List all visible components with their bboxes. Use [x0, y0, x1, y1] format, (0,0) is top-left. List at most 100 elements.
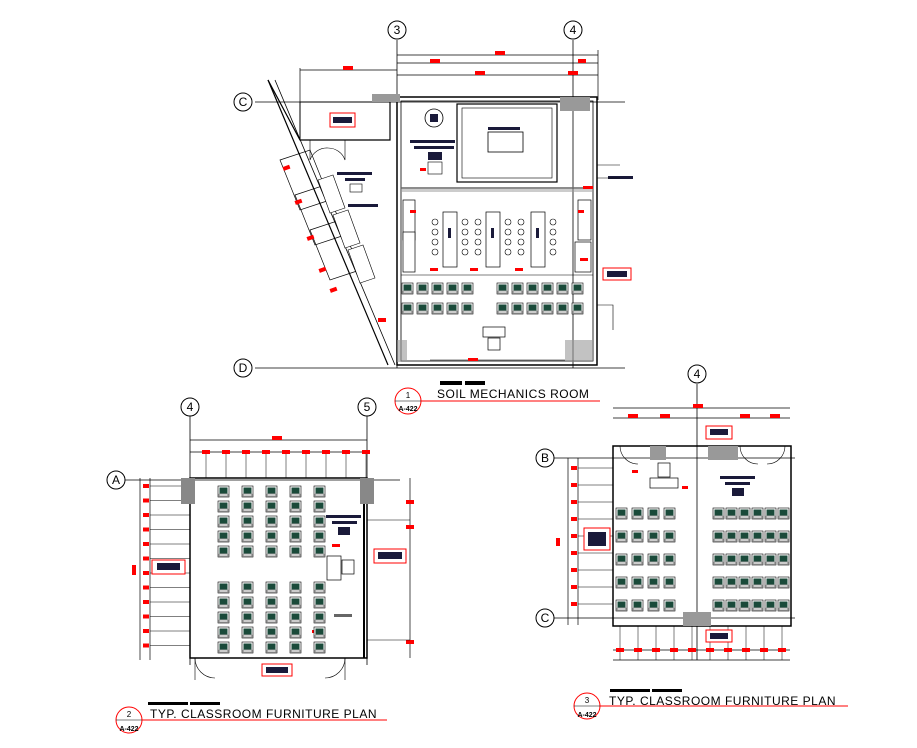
dimension-marker [143, 527, 149, 532]
student-desk [289, 485, 302, 498]
svg-text:C: C [239, 95, 248, 109]
student-desk [712, 530, 725, 543]
student-desk [241, 515, 254, 528]
student-desk [663, 553, 676, 566]
student-desk [217, 515, 230, 528]
student-desk [416, 282, 429, 295]
student-desk [647, 576, 660, 589]
dimension-marker [571, 568, 577, 572]
student-desk [313, 596, 326, 609]
dimension-marker [742, 648, 750, 652]
plan1-title-block[interactable]: 1 A-422 SOIL MECHANICS ROOM [394, 381, 600, 415]
student-desk [461, 282, 474, 295]
student-desk [631, 530, 644, 543]
student-desk [777, 507, 790, 520]
student-desk [313, 545, 326, 558]
student-desk [217, 641, 230, 654]
grid-bubble-c: C [233, 92, 253, 112]
student-desk [217, 545, 230, 558]
student-desk [631, 553, 644, 566]
student-desk [631, 599, 644, 612]
student-desk [738, 599, 751, 612]
svg-text:4: 4 [570, 23, 577, 37]
lab-tables [402, 199, 592, 273]
dimension-marker [760, 648, 768, 652]
dimension-marker [143, 600, 149, 604]
student-desk [289, 626, 302, 639]
student-desk [511, 302, 524, 315]
student-desk [265, 581, 278, 594]
dimension-marker [571, 517, 577, 521]
svg-text:5: 5 [364, 400, 371, 414]
student-desk [738, 507, 751, 520]
plan1-number: 1 [406, 391, 411, 400]
student-desk [461, 302, 474, 315]
svg-text:D: D [239, 361, 248, 375]
dimension-marker [724, 648, 732, 652]
student-desk [313, 611, 326, 624]
student-desk [431, 302, 444, 315]
student-desk [615, 599, 628, 612]
student-desk [751, 530, 764, 543]
dimension-marker [571, 500, 577, 504]
dimension-marker [202, 450, 210, 454]
dimension-marker [143, 629, 149, 633]
student-desk [241, 626, 254, 639]
grid-bubble-4-left: 4 [180, 397, 200, 417]
student-desk [764, 530, 777, 543]
svg-text:C: C [541, 611, 550, 625]
student-desk [725, 530, 738, 543]
student-desk [738, 530, 751, 543]
dimension-marker [143, 556, 149, 561]
student-desk [777, 530, 790, 543]
plan3-title: TYP. CLASSROOM FURNITURE PLAN [609, 694, 836, 708]
student-desks-plan3 [615, 507, 790, 612]
student-desk [751, 576, 764, 589]
student-desk [289, 641, 302, 654]
student-desk [289, 530, 302, 543]
svg-text:4: 4 [694, 367, 701, 381]
plan2-title-block[interactable]: 2 A-422 TYP. CLASSROOM FURNITURE PLAN [115, 702, 387, 734]
student-desk [631, 576, 644, 589]
student-desk [571, 302, 584, 315]
student-desk [647, 507, 660, 520]
student-desk [663, 576, 676, 589]
grid-bubble-a: A [106, 470, 126, 490]
dimension-marker [778, 648, 786, 652]
student-desk [401, 302, 414, 315]
plan3-title-block[interactable]: 3 A-422 TYP. CLASSROOM FURNITURE PLAN [573, 689, 848, 720]
student-desks-plan2 [217, 485, 326, 654]
plan2-title: TYP. CLASSROOM FURNITURE PLAN [150, 707, 377, 721]
student-desk [725, 599, 738, 612]
student-desk [496, 282, 509, 295]
student-desk [289, 581, 302, 594]
student-desk [313, 515, 326, 528]
student-desk [777, 576, 790, 589]
student-desk [663, 507, 676, 520]
grid-bubble-4-right: 4 [687, 364, 707, 384]
student-desk [751, 507, 764, 520]
dimension-marker [571, 466, 577, 470]
dimension-marker [143, 585, 149, 590]
student-desk [265, 500, 278, 513]
student-desk [217, 581, 230, 594]
student-desk [241, 500, 254, 513]
student-desk [265, 515, 278, 528]
dimension-marker [262, 450, 270, 454]
dimension-marker [143, 542, 149, 546]
student-desk [615, 530, 628, 543]
student-desk [431, 282, 444, 295]
student-desk [241, 530, 254, 543]
student-desk [647, 599, 660, 612]
dimension-marker [362, 450, 370, 454]
svg-text:B: B [541, 451, 549, 465]
student-desk [777, 553, 790, 566]
grid-bubble-c-right: C [535, 608, 555, 628]
svg-text:3: 3 [394, 23, 401, 37]
student-desk [265, 545, 278, 558]
student-desk [615, 576, 628, 589]
dimension-marker [571, 483, 577, 487]
dimension-marker [342, 450, 350, 454]
dimension-marker [571, 585, 577, 589]
